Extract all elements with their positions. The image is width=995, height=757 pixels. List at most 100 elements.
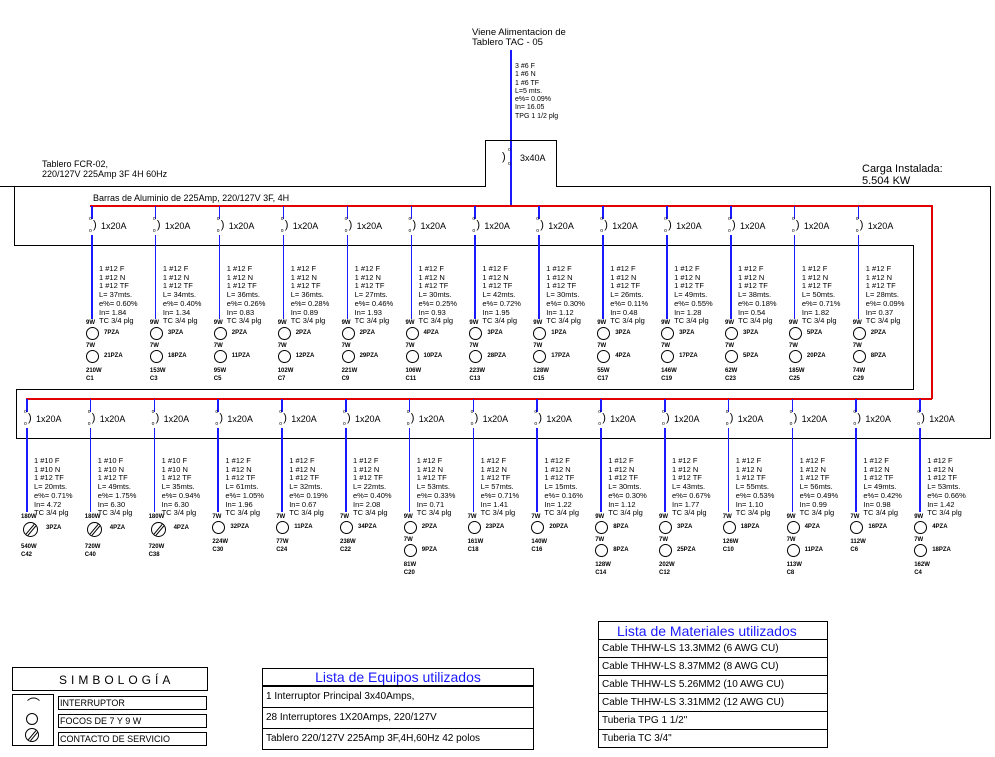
load-qty: 18PZA	[932, 547, 951, 553]
feeder-spec-line: 3 #6 F	[515, 63, 535, 70]
conductor-line	[89, 428, 92, 512]
lamp-icon	[788, 350, 802, 363]
circuit-total-watts: 112W	[850, 539, 866, 545]
spec-line: 1 #12 TF	[610, 281, 641, 291]
circuit-id: C10	[722, 547, 734, 553]
breaker-icon: )	[284, 219, 289, 231]
conductor-line	[919, 399, 921, 412]
spec-line: TC 3/4 plg	[289, 508, 324, 518]
load-qty: 8PZA	[613, 547, 629, 553]
breaker-icon: )	[155, 412, 160, 424]
symbology-item-lamp: FOCOS DE 7 Y 9 W	[58, 714, 207, 728]
breaker-icon: )	[668, 219, 672, 231]
circuit-total-watts: 221W	[341, 368, 358, 374]
load-watts: 9W	[659, 514, 668, 520]
spec-line: e%= 1.75%	[97, 490, 137, 500]
circuit-id: C23	[725, 376, 737, 382]
circuit-id: C16	[531, 547, 543, 553]
spec-line: e%= 0.30%	[546, 298, 585, 308]
spec-line: L= 27mts.	[354, 290, 388, 300]
lamp-icon	[661, 327, 675, 340]
circuit-id: C40	[84, 552, 96, 558]
conductor-line	[410, 235, 412, 319]
spec-line: e%= 0.71%	[801, 298, 841, 308]
breaker-pin-icon: o	[534, 421, 538, 427]
load-qty: 29PZA	[359, 353, 379, 359]
conductor-line	[666, 206, 668, 219]
breaker-pin-icon: o	[791, 216, 795, 222]
load-watts: 7W	[595, 537, 605, 543]
spec-line: 1 #10 F	[97, 456, 124, 465]
material-row: Cable THHW-LS 3.31MM2 (12 AWG CU)	[598, 693, 828, 712]
outlet-icon	[150, 522, 166, 537]
lamp-icon	[340, 521, 353, 534]
spec-line: 1 #12 F	[480, 456, 507, 465]
spec-line: L= 49mts.	[863, 482, 897, 492]
feeder-spec-line: 1 #6 N	[515, 71, 536, 79]
spec-line: In= 1.28	[674, 307, 702, 317]
equipment-row: Tablero 220/127V 225Amp 3F,4H,60Hz 42 po…	[262, 728, 534, 750]
spec-line: L= 35mts.	[161, 482, 195, 492]
spec-line: 1 #12 N	[927, 464, 954, 474]
breaker-rating: 1x20A	[101, 221, 127, 231]
spec-line: L= 53mts.	[416, 482, 450, 492]
breaker-pin-icon: o	[343, 421, 346, 427]
spec-line: e%= 0.53%	[735, 490, 775, 500]
conductor-line	[217, 399, 219, 412]
feeder-spec-line: e%= 0.09%	[515, 96, 551, 104]
load-watts: 7W	[852, 343, 862, 349]
spec-line: e%= 0.67%	[672, 490, 711, 500]
spec-line: L= 37mts.	[99, 290, 133, 300]
spec-line: 1 #12 TF	[97, 473, 128, 483]
spec-line: e%= 0.94%	[161, 490, 201, 500]
bus-label: Barras de Aluminio de 225Amp, 220/127V 3…	[93, 193, 290, 203]
conductor-line	[26, 399, 28, 412]
circuit-id: C13	[469, 376, 481, 382]
load-qty: 7PZA	[104, 330, 120, 336]
load-watts: 7W	[722, 514, 732, 520]
breaker-pin-icon: o	[408, 228, 412, 234]
load-qty: 20PZA	[806, 353, 826, 359]
spec-line: In= 1.22	[544, 499, 572, 509]
conductor-line	[727, 399, 730, 412]
load-qty: 2PZA	[421, 524, 438, 530]
spec-line: TC 3/4 plg	[544, 508, 579, 518]
bottom-row-divider	[16, 438, 991, 439]
symbology-icon-box: ⌒	[12, 694, 54, 746]
spec-line: TC 3/4 plg	[546, 316, 581, 326]
conductor-line	[791, 399, 794, 412]
breaker-pin-icon: o	[789, 409, 793, 415]
spec-line: 1 #12 TF	[863, 473, 894, 483]
spec-line: In= 1.41	[480, 499, 508, 509]
spec-line: TC 3/4 plg	[735, 508, 771, 518]
breaker-rating: 1x20A	[867, 221, 894, 231]
breaker-pin-icon: o	[406, 421, 410, 427]
load-qty: 5PZA	[806, 330, 823, 336]
conductor-line	[91, 235, 93, 319]
spec-line: 1 #12 F	[544, 456, 570, 465]
lamp-icon	[469, 350, 483, 363]
load-watts: 7W	[659, 537, 668, 543]
spec-line: TC 3/4 plg	[608, 508, 643, 518]
spec-line: 1 #12 TF	[418, 281, 449, 291]
breaker-icon: )	[538, 412, 543, 424]
lamp-icon	[786, 544, 800, 557]
breaker-rating: 1x20A	[548, 221, 574, 231]
circuit-total-watts: 210W	[86, 368, 102, 374]
conductor-line	[345, 428, 347, 512]
conductor-line	[153, 428, 156, 512]
lamp-icon	[914, 521, 928, 534]
feeder-spec-line: L=5 mts.	[515, 87, 543, 95]
conductor-line	[154, 235, 157, 319]
conductor-line	[472, 399, 475, 412]
symbology-title-box: SIMBOLOGÍA	[12, 667, 208, 691]
spec-line: e%= 0.28%	[290, 298, 330, 308]
